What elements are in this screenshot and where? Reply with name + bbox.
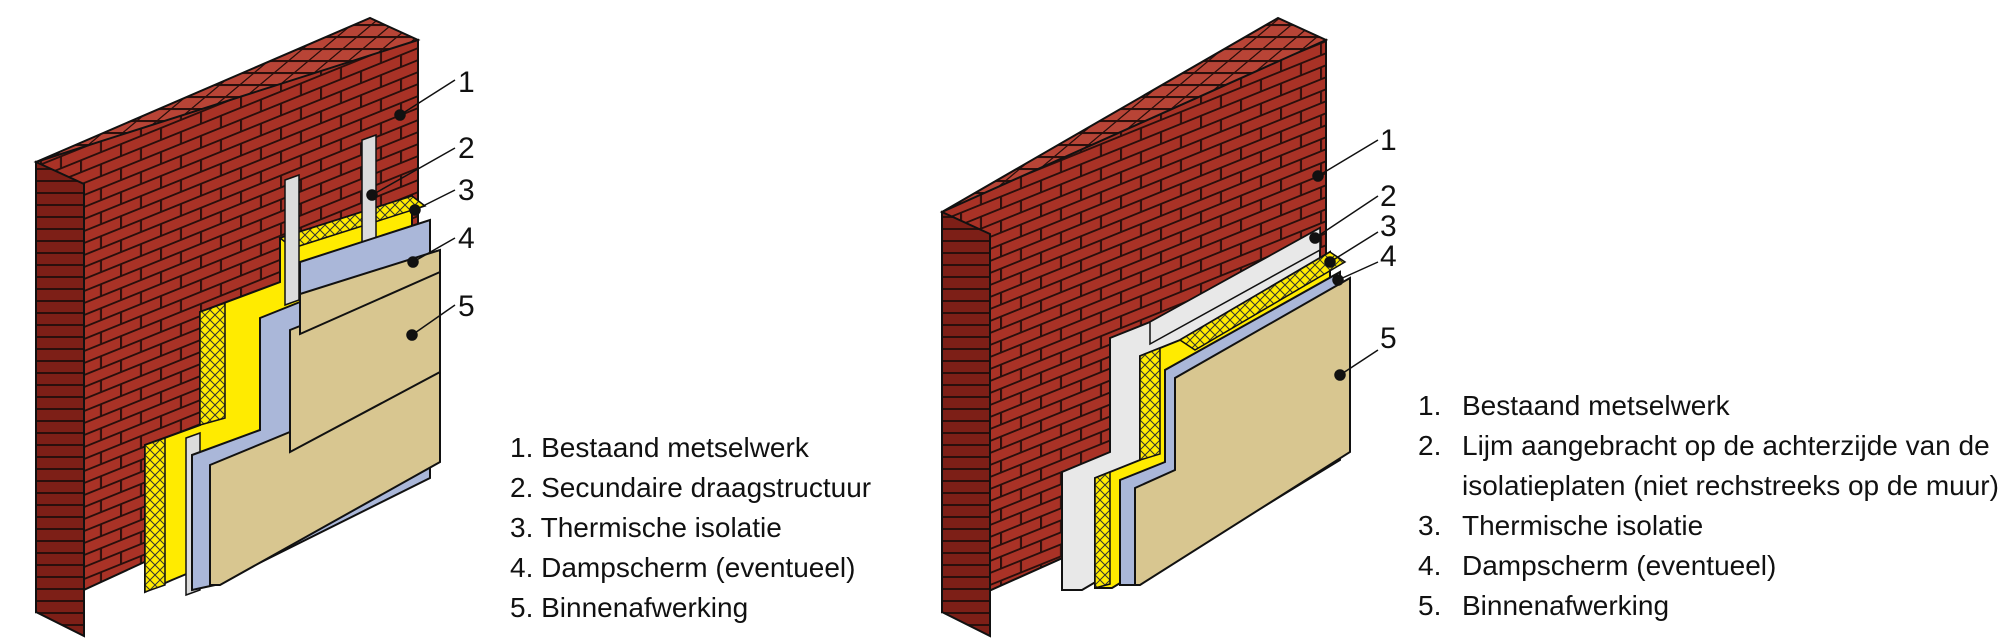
insulation-edge	[1094, 470, 1111, 589]
finish-panel	[1134, 276, 1351, 586]
left-callouts	[366, 79, 456, 341]
left-callout-4: 4	[458, 222, 475, 255]
legend-item: 3. Thermische isolatie	[1418, 506, 1999, 546]
finish-panel-lower	[209, 368, 441, 586]
legend-item: 4. Dampscherm (eventueel)	[1418, 546, 1999, 586]
legend-text: Lijm aangebracht op de achterzijde van d…	[1462, 426, 1999, 506]
legend-text: Thermische isolatie	[1462, 510, 1704, 541]
right-callout-2: 2	[1380, 180, 1397, 213]
legend-number: 4.	[1418, 550, 1442, 581]
right-callouts	[1309, 139, 1379, 381]
right-callout-4: 4	[1380, 240, 1397, 273]
legend-item: 5. Binnenafwerking	[510, 592, 749, 623]
legend-item: 3. Thermische isolatie	[510, 512, 782, 543]
legend-number: 2.	[1418, 430, 1442, 461]
legend-line: isolatieplaten (niet rechstreeks op de m…	[1462, 470, 1999, 501]
right-legend: 1. Bestaand metselwerk 2. Lijm aangebrac…	[1418, 386, 1999, 626]
finish-panel-top	[299, 248, 441, 336]
insulation-edge	[144, 436, 166, 594]
left-legend: 1. Bestaand metselwerk 2. Secundaire dra…	[510, 428, 871, 628]
brick-wall-side	[941, 210, 991, 638]
glue-top	[1149, 226, 1321, 346]
legend-text: Binnenafwerking	[1462, 590, 1670, 621]
insulation-edge-mid	[199, 301, 226, 426]
legend-item: 5. Binnenafwerking	[1418, 586, 1999, 626]
legend-number: 5.	[1418, 590, 1442, 621]
left-callout-5: 5	[458, 290, 475, 323]
legend-item: 4. Dampscherm (eventueel)	[510, 552, 856, 583]
insulation-top-strip	[1178, 251, 1347, 351]
left-callout-3: 3	[458, 174, 475, 207]
legend-item: 1. Bestaand metselwerk	[510, 432, 809, 463]
legend-text: Dampscherm (eventueel)	[1462, 550, 1777, 581]
stud-2	[284, 173, 300, 307]
left-callout-1: 1	[458, 66, 475, 99]
insulation-edge-mid	[1139, 346, 1161, 462]
right-callout-3: 3	[1380, 210, 1397, 243]
brick-wall-side	[35, 160, 85, 638]
right-callout-1: 1	[1380, 124, 1397, 157]
right-diagram: 1 2 3 4 5	[939, 16, 1397, 638]
legend-item: 2. Secundaire draagstructuur	[510, 472, 872, 503]
legend-number: 3.	[1418, 510, 1442, 541]
legend-item: 1. Bestaand metselwerk	[1418, 386, 1999, 426]
legend-text: Bestaand metselwerk	[1462, 390, 1730, 421]
right-callout-5: 5	[1380, 322, 1397, 355]
left-diagram: 1 2 3 4 5	[33, 16, 475, 638]
legend-number: 1.	[1418, 390, 1442, 421]
legend-item: 2. Lijm aangebracht op de achterzijde va…	[1418, 426, 1999, 506]
left-callout-2: 2	[458, 132, 475, 165]
legend-line: Lijm aangebracht op de achterzijde van d…	[1462, 430, 1990, 461]
